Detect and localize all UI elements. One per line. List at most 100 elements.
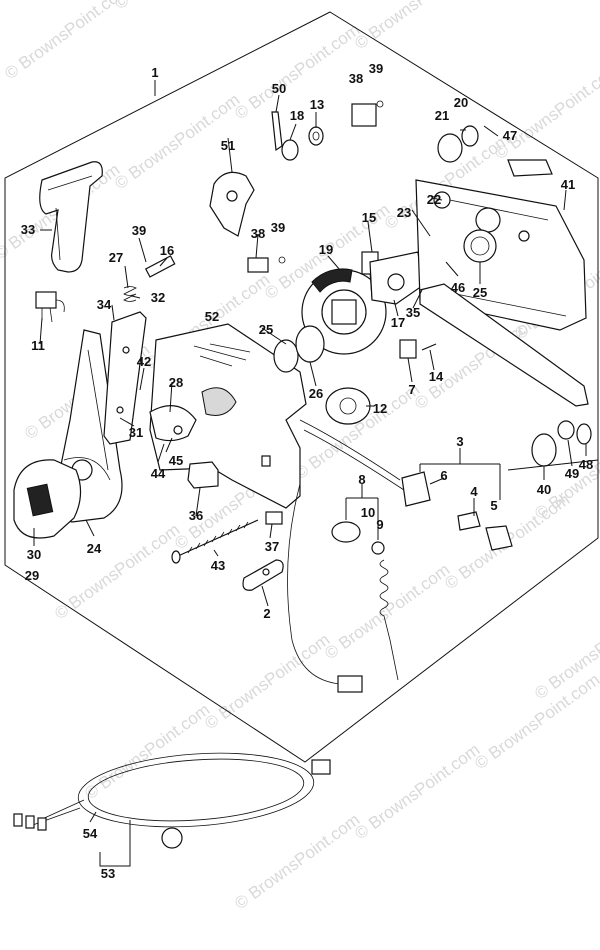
callout-19: 19 [319,242,333,257]
callout-14: 14 [429,369,444,384]
callout-16: 16 [160,243,174,258]
callout-47: 47 [503,128,517,143]
clamp-left-illustration [247,256,286,273]
buzzer-illustration [331,521,385,555]
watermark-text: © BrownsPoint.com [321,560,453,663]
callout-35: 35 [406,305,420,320]
switch-illustration [399,339,417,359]
callout-3: 3 [456,434,463,449]
gear-plate-illustration [301,268,387,355]
harness-illustration [13,752,331,849]
handle-grip-illustration [39,161,103,273]
pin-illustration [144,255,176,278]
control-housing-illustration [149,323,307,509]
callout-46: 46 [451,280,465,295]
bracket-illustration [103,311,147,445]
callout-7: 7 [408,382,415,397]
callout-43: 43 [211,558,225,573]
callout-13: 13 [310,97,324,112]
bracket-plate-illustration [369,251,423,305]
callout-18: 18 [290,108,304,123]
cam-illustration [149,405,197,442]
callout-39c: 39 [271,220,285,235]
callout-38b: 38 [251,226,265,241]
callout-53: 53 [101,866,115,881]
connector-illustration [35,291,65,323]
callout-20: 20 [454,95,468,110]
callout-26: 26 [309,386,323,401]
callout-39b: 39 [132,223,146,238]
handle-cover-illustration [13,459,82,539]
spring-illustration [123,286,137,302]
arm-illustration [209,171,255,237]
lanyard-illustration [379,559,399,681]
callout-labels: 1 2 3 4 5 6 7 8 9 10 11 12 13 14 15 16 1… [21,61,593,881]
callout-36: 36 [189,508,203,523]
watermark-text: © BrownsPoint.com [1,0,133,83]
watermark-text: © BrownsPoint.com [351,0,483,53]
callout-2: 2 [263,606,270,621]
callout-38a: 38 [349,71,363,86]
callout-24: 24 [87,541,102,556]
watermark-text: © BrownsPoint.com [351,740,483,843]
ring-illustration [273,339,299,373]
callout-25b: 25 [473,285,487,300]
callout-12: 12 [373,401,387,416]
nut-illustration [576,423,592,445]
callout-37: 37 [265,539,279,554]
clip-illustration [187,461,219,489]
leader-lines [33,80,599,867]
callout-40: 40 [537,482,551,497]
callout-41: 41 [561,177,575,192]
callout-52: 52 [205,309,219,324]
callout-30: 30 [27,547,41,562]
callout-21: 21 [435,108,449,123]
key-switch-illustration [401,471,513,551]
callout-50: 50 [272,81,286,96]
callout-42: 42 [137,354,151,369]
callout-4: 4 [470,484,478,499]
callout-8: 8 [358,472,365,487]
watermark-text: © BrownsPoint.com [201,630,333,733]
callout-34: 34 [97,297,112,312]
seal-illustration [437,125,553,177]
callout-25a: 25 [259,322,273,337]
callout-45: 45 [169,453,183,468]
callout-5: 5 [490,498,497,513]
callout-31: 31 [129,425,143,440]
callout-51: 51 [221,138,235,153]
knob-illustration [531,433,557,467]
washer-illustration [557,420,575,440]
callout-44: 44 [151,466,166,481]
callout-22: 22 [427,192,441,207]
callout-49: 49 [565,466,579,481]
callout-48: 48 [579,457,593,472]
watermark-text: © BrownsPoint.com [111,0,243,13]
callout-9: 9 [376,517,383,532]
callout-11: 11 [31,338,45,353]
callout-10: 10 [361,505,375,520]
callout-15: 15 [362,210,376,225]
callout-32: 32 [151,290,165,305]
callout-33: 33 [21,222,35,237]
watermark-text: © BrownsPoint.com [491,60,600,163]
main-cable-illustration [287,419,405,685]
small-screw-illustration [421,343,437,351]
callout-17: 17 [391,315,405,330]
rail-illustration [419,283,589,407]
cable-connector-illustration [337,675,363,693]
disc-illustration [295,325,325,363]
watermark-text: © BrownsPoint.com [81,700,213,803]
assembly-frame [4,11,599,763]
sensor-illustration [325,387,371,425]
plate-illustration [242,559,284,591]
callout-27: 27 [109,250,123,265]
callout-28: 28 [169,375,183,390]
callout-23: 23 [397,205,411,220]
clamp-top-illustration [351,100,384,127]
callout-1: 1 [151,65,158,80]
callout-29: 29 [25,568,39,583]
callout-39a: 39 [369,61,383,76]
small-block-illustration [265,511,283,525]
